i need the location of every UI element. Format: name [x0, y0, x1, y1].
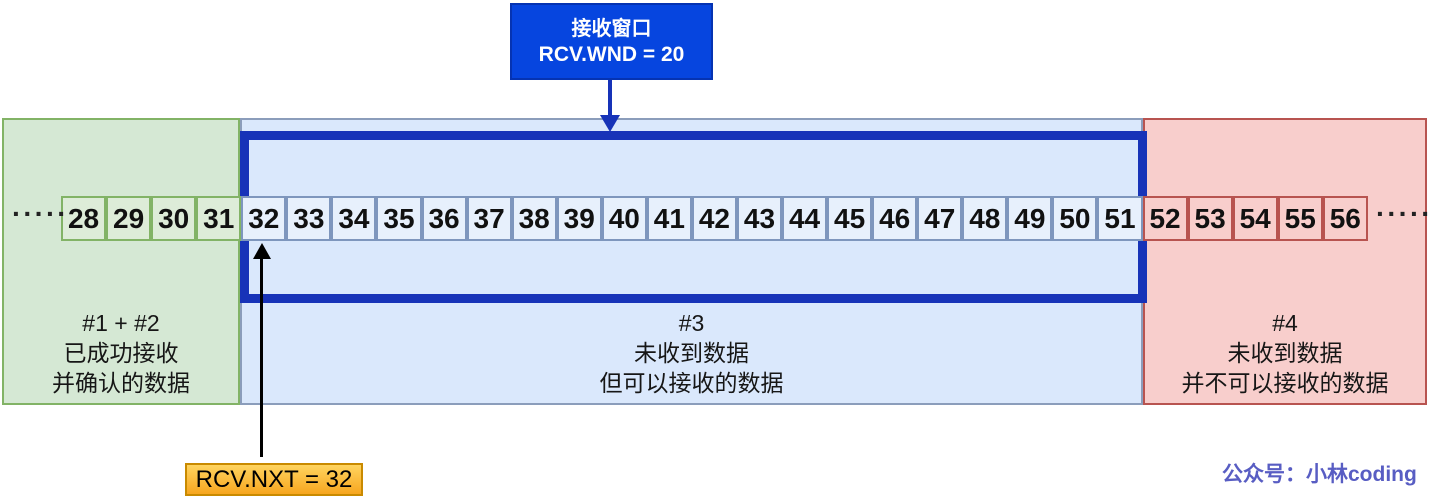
sequence-cell-56: 56: [1322, 196, 1368, 241]
sequence-cell-35: 35: [376, 196, 422, 241]
right-ellipsis: ·····: [1376, 198, 1429, 229]
receive-window-callout: 接收窗口 RCV.WND = 20: [510, 3, 713, 80]
sequence-cell-41: 41: [646, 196, 692, 241]
left-ellipsis: ·····: [12, 198, 69, 229]
sequence-cell-31: 31: [196, 196, 242, 241]
label-future-line2: 未收到数据: [1227, 340, 1343, 366]
receive-window-callout-value: RCV.WND = 20: [538, 42, 685, 66]
sequence-cell-52: 52: [1142, 196, 1188, 241]
callout-down-arrow-line: [608, 79, 612, 117]
label-receive-window: #3 未收到数据 但可以接收的数据: [240, 308, 1143, 398]
label-not-acceptable: #4 未收到数据 并不可以接收的数据: [1143, 308, 1427, 398]
label-received-line1: #1 + #2: [82, 310, 160, 336]
sequence-cell-36: 36: [421, 196, 467, 241]
label-received-line2: 已成功接收: [63, 340, 179, 366]
sequence-cell-34: 34: [331, 196, 377, 241]
sequence-cell-28: 28: [61, 196, 107, 241]
region-not-acceptable: [1143, 118, 1427, 405]
rcv-nxt-label-box: RCV.NXT = 32: [185, 463, 363, 496]
sequence-cell-42: 42: [691, 196, 737, 241]
label-window-line3: 但可以接收的数据: [599, 370, 784, 396]
label-future-line1: #4: [1272, 310, 1298, 336]
sequence-cell-30: 30: [151, 196, 197, 241]
label-window-line2: 未收到数据: [634, 340, 749, 366]
sequence-cell-46: 46: [872, 196, 918, 241]
label-received-line3: 并确认的数据: [52, 370, 190, 396]
callout-down-arrow-icon: [600, 115, 620, 132]
sequence-cell-43: 43: [736, 196, 782, 241]
label-window-line1: #3: [678, 310, 705, 336]
sequence-cell-45: 45: [827, 196, 873, 241]
region-receive-window-area: [240, 118, 1143, 405]
rcv-nxt-up-arrow-icon: [253, 243, 271, 259]
watermark-text: 公众号：小林coding: [1222, 463, 1417, 486]
sequence-cell-53: 53: [1187, 196, 1233, 241]
sequence-cell-54: 54: [1232, 196, 1278, 241]
sequence-cell-38: 38: [511, 196, 557, 241]
sequence-cell-55: 55: [1277, 196, 1323, 241]
label-future-line3: 并不可以接收的数据: [1181, 370, 1389, 396]
sequence-cell-40: 40: [601, 196, 647, 241]
sequence-cell-37: 37: [466, 196, 512, 241]
receive-window-callout-title: 接收窗口: [571, 17, 652, 40]
sequence-cell-50: 50: [1052, 196, 1098, 241]
sequence-cell-39: 39: [556, 196, 602, 241]
rcv-nxt-up-arrow-line: [260, 257, 263, 457]
sequence-cell-51: 51: [1097, 196, 1143, 241]
sequence-cell-29: 29: [106, 196, 152, 241]
region-received-acked: [2, 118, 240, 405]
sequence-cell-49: 49: [1007, 196, 1053, 241]
sequence-cell-47: 47: [917, 196, 963, 241]
sequence-cell-44: 44: [782, 196, 828, 241]
sequence-cell-33: 33: [286, 196, 332, 241]
label-received-acked: #1 + #2 已成功接收 并确认的数据: [2, 308, 240, 398]
sequence-cell-32: 32: [241, 196, 287, 241]
sequence-cell-48: 48: [962, 196, 1008, 241]
